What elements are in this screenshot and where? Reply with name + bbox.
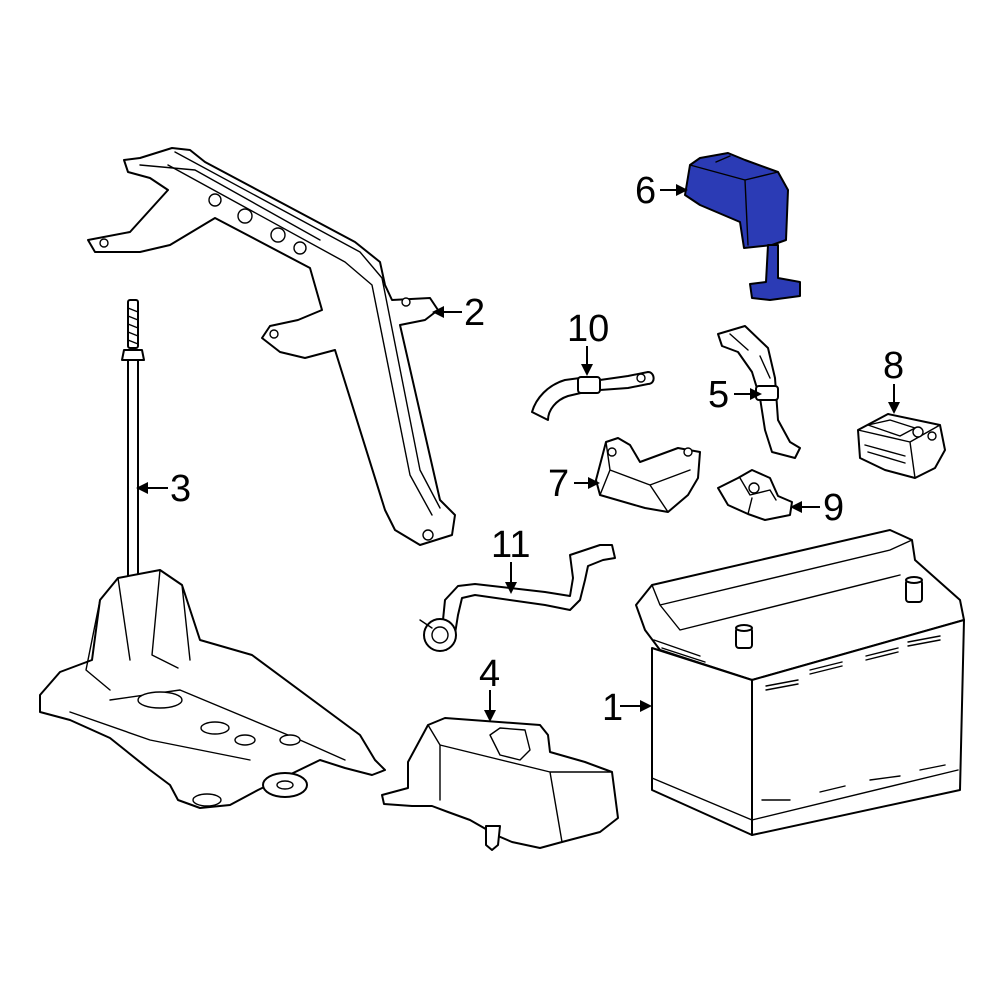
part-8-fuse-block: [857, 413, 946, 479]
part-11-vent-hose: [419, 544, 616, 652]
callout-2: 2: [464, 292, 485, 334]
part-6-terminal-cover: [684, 152, 801, 301]
callout-6: 6: [635, 170, 656, 212]
part-4-cover: [381, 717, 619, 851]
callout-1: 1: [602, 687, 623, 729]
part-9-clamp: [717, 469, 793, 521]
callout-8: 8: [883, 345, 904, 387]
part-10-cable: [531, 371, 655, 421]
callout-labels: 1 2 3 4 5 6 7 8 9 10 11: [170, 170, 904, 729]
battery-tray: [39, 569, 386, 809]
part-2-bracket: [87, 147, 456, 546]
callout-11: 11: [491, 524, 530, 566]
callout-7: 7: [548, 463, 569, 505]
part-1-battery: [635, 529, 965, 836]
part-5-cable: [717, 325, 801, 459]
callout-leaders: [136, 184, 900, 722]
callout-3: 3: [170, 468, 191, 510]
callout-10: 10: [567, 308, 609, 350]
callout-4: 4: [479, 653, 500, 695]
callout-9: 9: [823, 487, 844, 529]
callout-5: 5: [708, 374, 729, 416]
part-7-sensor: [595, 437, 701, 513]
